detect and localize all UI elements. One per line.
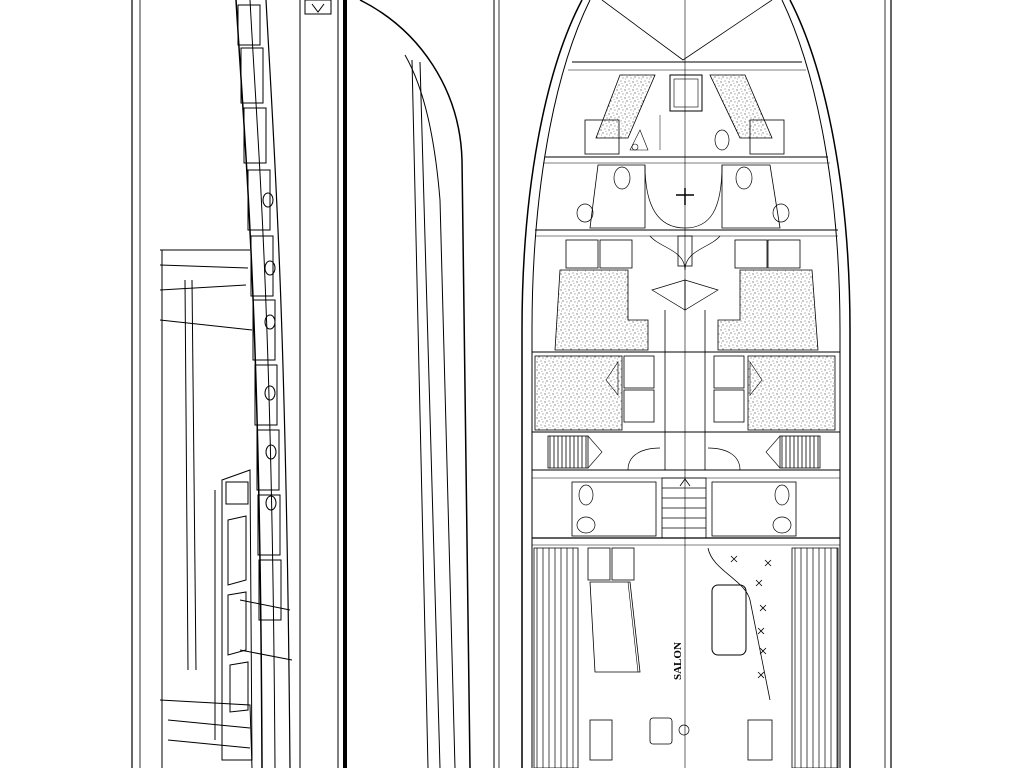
deck-plan [521, 0, 851, 768]
frame-lines [131, 0, 892, 768]
side-elevation [159, 0, 471, 768]
hull-ribs [237, 4, 282, 621]
salon-seat-markers [730, 555, 772, 679]
salon-label: SALON [672, 642, 684, 680]
companionway-stairs [661, 477, 707, 539]
portholes [262, 192, 277, 511]
